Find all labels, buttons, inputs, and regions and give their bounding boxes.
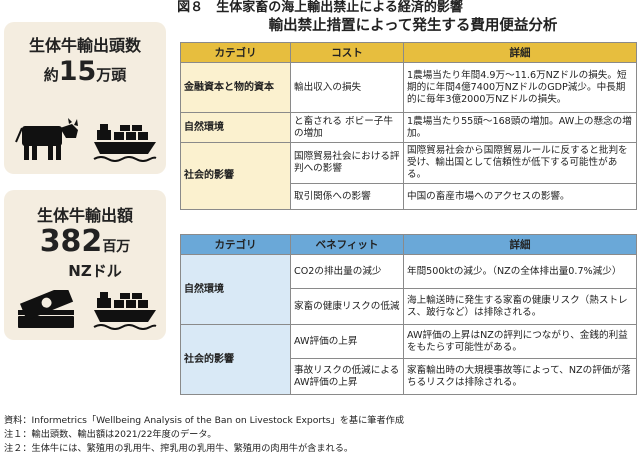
category-cell: 自然環境	[180, 112, 291, 143]
table-row: 家畜の健康リスクの低減 海上輸送時に発生する家畜の健康リスク（熱ストレス、跛行な…	[181, 288, 637, 325]
table-row: 自然環境 CO2の排出量の減少 年間500ktの減少。（NZの全体排出量0.7%…	[180, 254, 637, 325]
cost-header-category: カテゴリ	[180, 42, 291, 63]
table-row: 社会的影響 AW評価の上昇 AW評価の上昇はNZの評判につながり、金銭的利益をも…	[180, 324, 637, 395]
export-value-title: 生体牛輸出額	[36, 206, 133, 225]
cargo-ship-icon	[93, 292, 157, 330]
detail-cell: 1農場当たり年間4.9万～11.6万NZドルの損失。短期的に年間4億7400万N…	[403, 62, 637, 113]
note-1: 注１：輸出頭数、輸出額は2021/22年度のデータ。	[4, 429, 217, 440]
table-row: 自然環境 と畜される ボビー子牛の増加 1農場当たり55頭～168頭の増加。AW…	[180, 112, 637, 143]
cost-table-header: カテゴリ コスト 詳細	[180, 42, 637, 63]
benefit-header-category: カテゴリ	[180, 234, 291, 255]
benefit-item-cell: CO2の排出量の減少	[290, 254, 404, 289]
benefit-item-cell: 家畜の健康リスクの低減	[290, 288, 404, 325]
figure-title: 図８ 生体家畜の海上輸出禁止による経済的影響	[0, 0, 640, 16]
figure-main-title: 生体家畜の海上輸出禁止による経済的影響	[216, 0, 463, 15]
benefit-item-cell: 事故リスクの低減によるAW評価の上昇	[290, 358, 404, 395]
category-cell: 金融資本と物的資本	[180, 62, 291, 113]
export-heads-title: 生体牛輸出頭数	[28, 36, 141, 55]
money-stack-icon	[18, 290, 74, 328]
export-value-panel: 生体牛輸出額 382百万 NZドル	[4, 190, 166, 340]
detail-cell: AW評価の上昇はNZの評判につながり、金銭的利益をもたらす可能性がある。	[403, 324, 637, 359]
cost-item-cell: 取引関係への影響	[290, 183, 404, 210]
cost-header-cost: コスト	[290, 42, 404, 63]
benefit-header-benefit: ベネフィット	[290, 234, 404, 255]
export-heads-value: 約15万頭	[43, 56, 127, 87]
cow-icon	[15, 118, 78, 160]
cost-table: カテゴリ コスト 詳細 金融資本と物的資本 輸出収入の損失 1農場当たり年間4.…	[180, 42, 637, 210]
cost-item-cell: 国際貿易社会における評判への影響	[290, 142, 404, 184]
cargo-ship-icon	[93, 124, 157, 162]
figure-label: 図８	[177, 0, 204, 15]
figure-subtitle: 輸出禁止措置によって発生する費用便益分析	[268, 18, 558, 34]
cost-header-detail: 詳細	[403, 42, 637, 63]
benefit-table: カテゴリ ベネフィット 詳細 自然環境 CO2の排出量の減少 年間500ktの減…	[180, 234, 637, 395]
benefit-item-cell: AW評価の上昇	[290, 324, 404, 359]
note-2: 注２：生体牛には、繁殖用の乳用牛、搾乳用の乳用牛、繁殖用の肉用牛が含まれる。	[4, 443, 354, 454]
table-row: 社会的影響 国際貿易社会における評判への影響 国際貿易社会から国際貿易ルールに反…	[180, 142, 637, 210]
table-row: 取引関係への影響 中国の畜産市場へのアクセスの影響。	[181, 183, 637, 210]
source-note: 資料：Informetrics「Wellbeing Analysis of th…	[4, 415, 405, 426]
detail-cell: 海上輸送時に発生する家畜の健康リスク（熱ストレス、跛行など）は排除される。	[403, 288, 637, 325]
export-heads-panel: 生体牛輸出頭数 約15万頭	[4, 22, 166, 174]
benefit-table-header: カテゴリ ベネフィット 詳細	[180, 234, 637, 255]
cost-item-cell: と畜される ボビー子牛の増加	[290, 112, 404, 143]
detail-cell: 年間500ktの減少。（NZの全体排出量0.7%減少）	[403, 254, 637, 289]
detail-cell: 国際貿易社会から国際貿易ルールに反すると批判を受け、輸出国として信頼性が低下する…	[403, 142, 637, 184]
benefit-header-detail: 詳細	[403, 234, 637, 255]
detail-cell: 中国の畜産市場へのアクセスの影響。	[403, 183, 637, 210]
category-cell: 自然環境	[180, 254, 291, 325]
category-cell: 社会的影響	[180, 142, 291, 210]
table-row: 事故リスクの低減によるAW評価の上昇 家畜輸出時の大規模事故等によって、NZの評…	[181, 358, 637, 395]
category-cell: 社会的影響	[180, 324, 291, 395]
detail-cell: 1農場当たり55頭～168頭の増加。AW上の懸念の増加。	[403, 112, 637, 143]
cost-item-cell: 輸出収入の損失	[290, 62, 404, 113]
source-notes: 資料：Informetrics「Wellbeing Analysis of th…	[4, 414, 636, 456]
export-value-currency: NZドル	[68, 262, 122, 280]
detail-cell: 家畜輸出時の大規模事故等によって、NZの評価が落ちるリスクは排除される。	[403, 358, 637, 395]
table-row: 金融資本と物的資本 輸出収入の損失 1農場当たり年間4.9万～11.6万NZドル…	[180, 62, 637, 113]
export-value-number: 382百万	[39, 224, 131, 259]
